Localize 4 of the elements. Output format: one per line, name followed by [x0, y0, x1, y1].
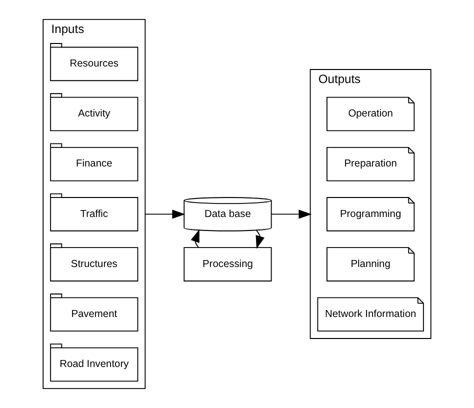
- arrow: [270, 210, 312, 219]
- arrow: [190, 229, 200, 248]
- node-box: Processing: [184, 247, 272, 282]
- arrow: [144, 210, 186, 219]
